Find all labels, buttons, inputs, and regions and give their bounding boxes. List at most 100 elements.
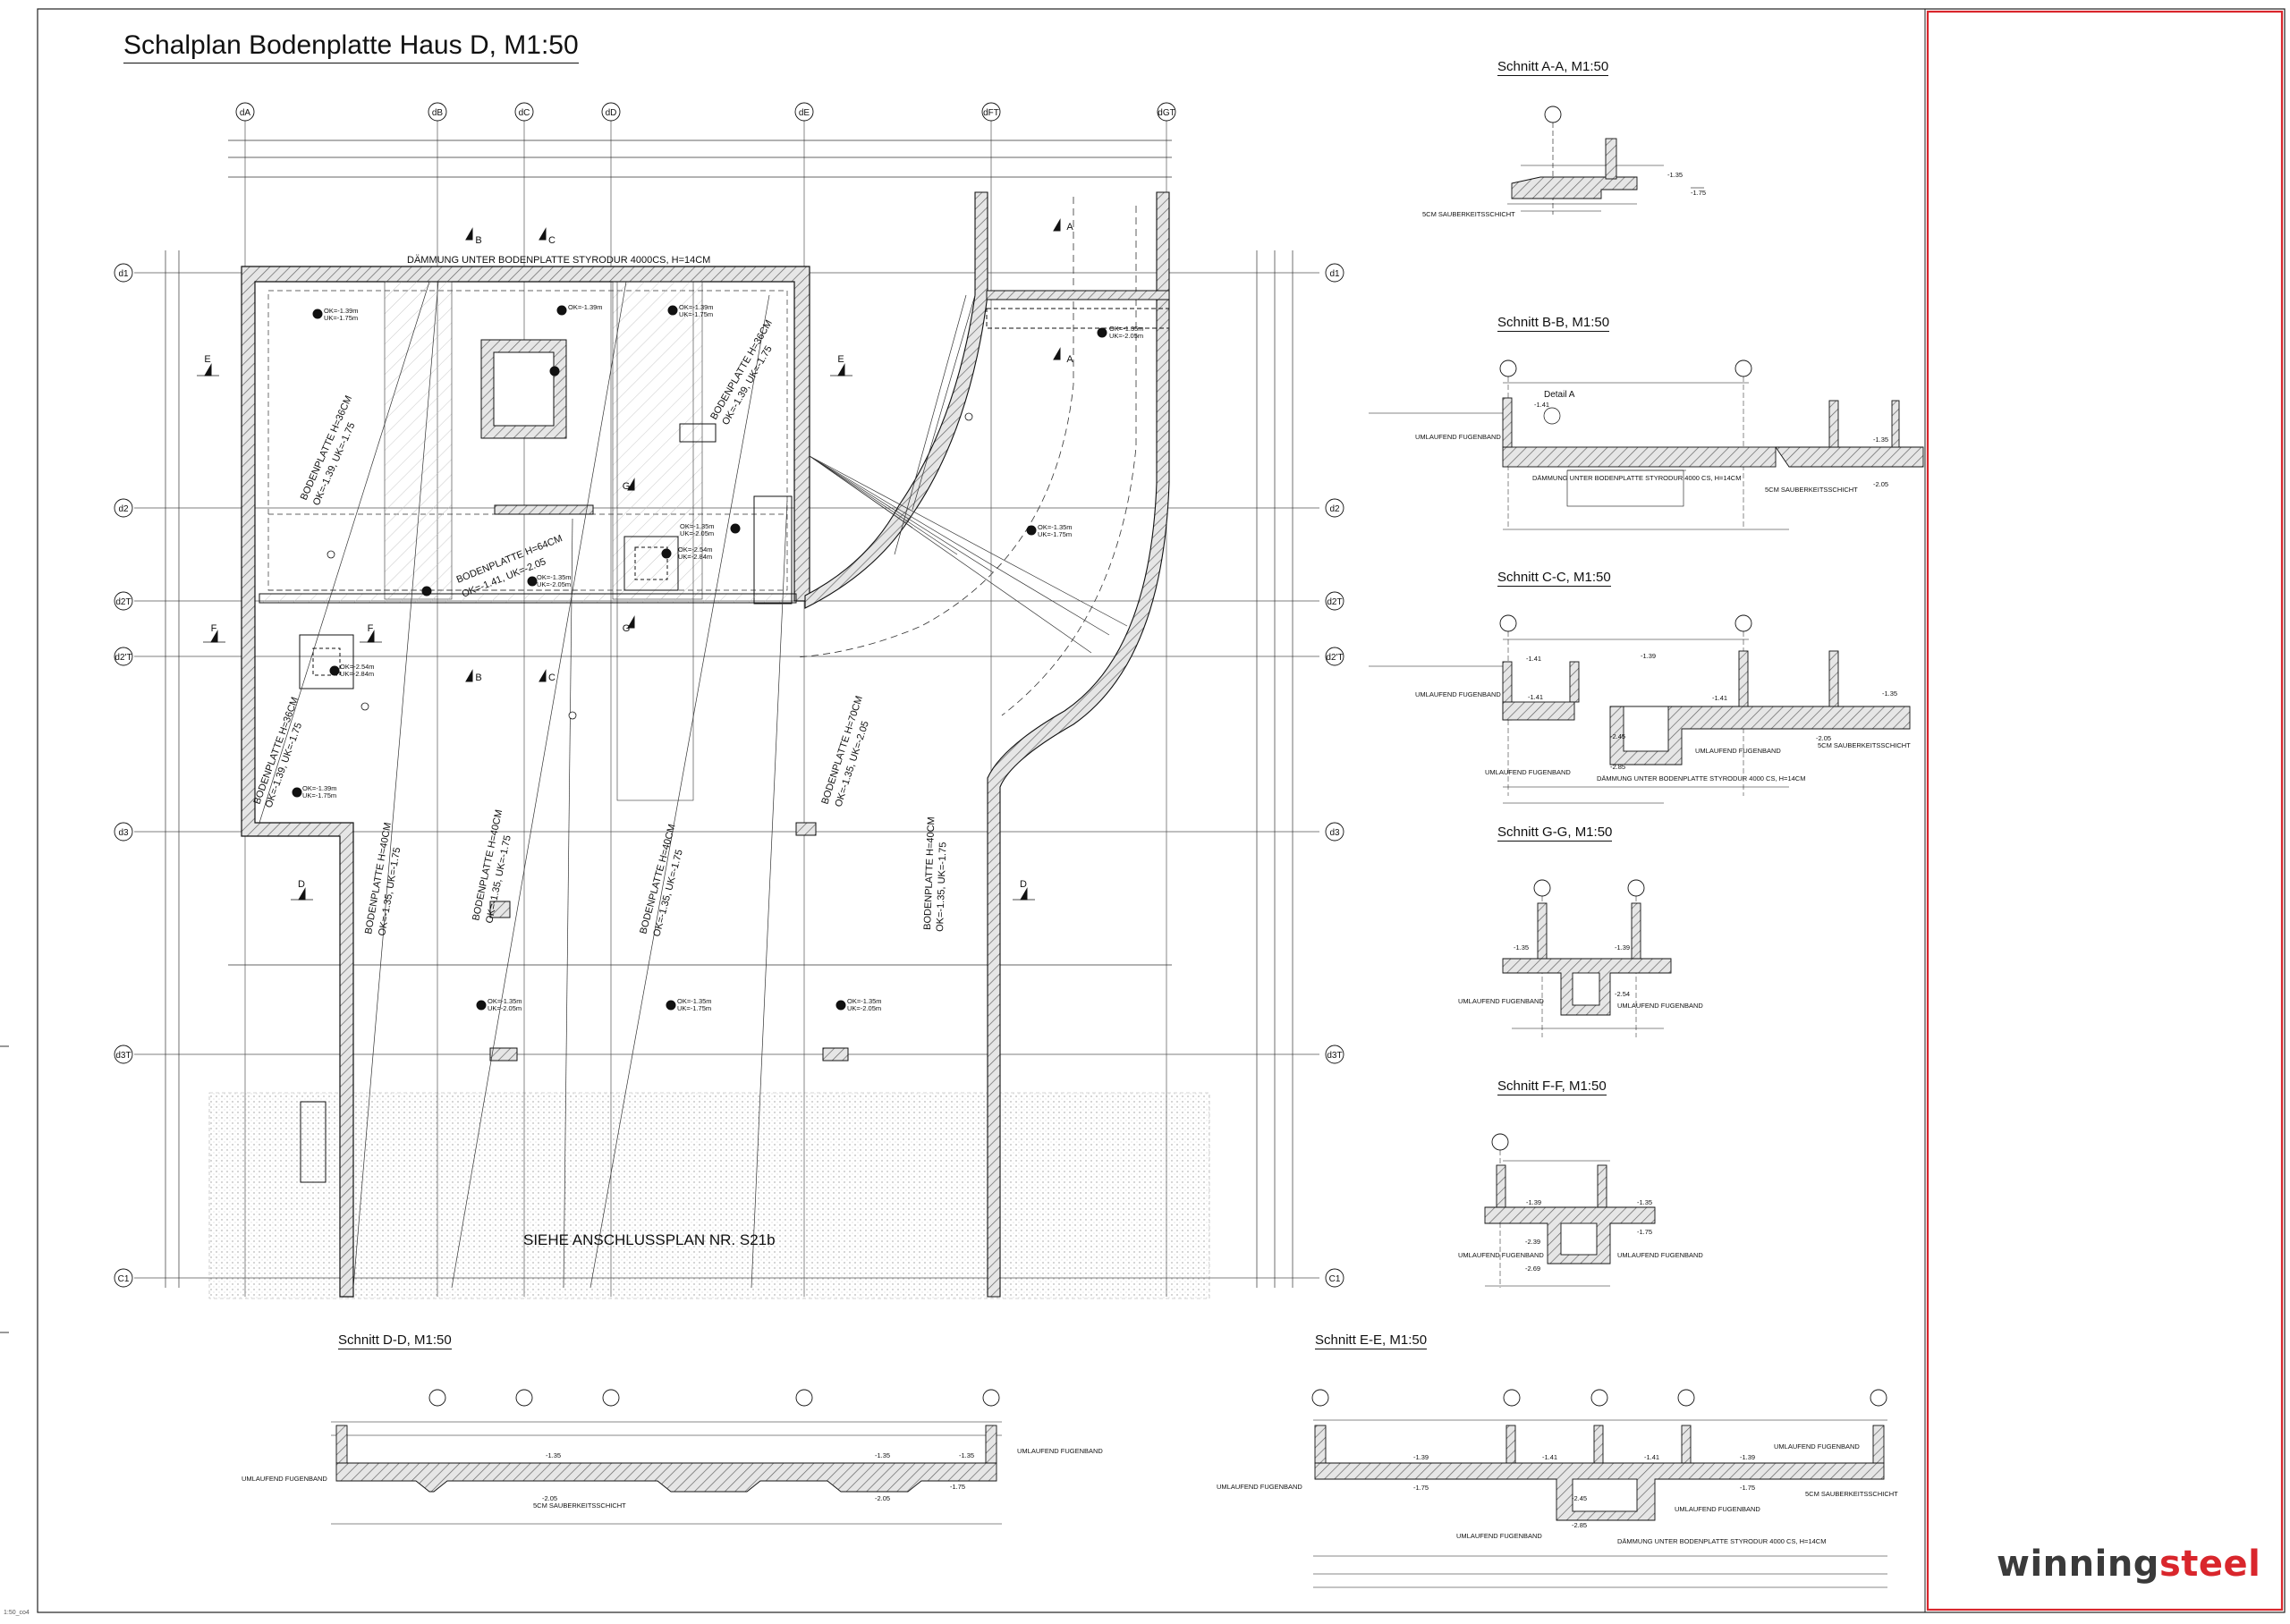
- section-note: UMLAUFEND FUGENBAND: [1217, 1483, 1302, 1491]
- section-note: UMLAUFEND FUGENBAND: [1017, 1447, 1103, 1455]
- level-tag: -1.41: [1644, 1453, 1659, 1461]
- level-tag: OK=-1.39m: [324, 307, 359, 315]
- level-tag: -1.35: [875, 1451, 890, 1459]
- section-marker: B: [475, 672, 481, 683]
- section-note: 5CM SAUBERKEITSSCHICHT: [1765, 486, 1858, 494]
- level-tag: -1.35: [1637, 1198, 1652, 1206]
- level-tag: UK=-2.05m: [537, 580, 571, 588]
- level-tag: OK=-1.35m: [847, 997, 882, 1005]
- axis-row-label: d2T: [1327, 597, 1342, 607]
- title-block-frame: [1926, 10, 2284, 1611]
- section-aa-drawing: [1507, 106, 1704, 215]
- level-tag: -1.39: [1526, 1198, 1541, 1206]
- axis-row-label: d3: [1329, 828, 1340, 838]
- level-tag: -1.35: [546, 1451, 561, 1459]
- axis-row-label: d1: [118, 269, 129, 279]
- axis-col-label: dE: [799, 108, 810, 118]
- axis-col-label: dC: [519, 108, 530, 118]
- level-tag: UK=-2.84m: [340, 670, 374, 678]
- axis-row-label: d2T: [115, 597, 131, 607]
- level-tag: UK=-1.75m: [1038, 530, 1072, 538]
- level-tag: UK=-2.05m: [488, 1004, 522, 1012]
- section-note: UMLAUFEND FUGENBAND: [1485, 768, 1571, 776]
- level-tag: -1.41: [1712, 694, 1727, 702]
- section-note: UMLAUFEND FUGENBAND: [1617, 1002, 1703, 1010]
- section-title-ff: Schnitt F-F, M1:50: [1497, 1078, 1607, 1095]
- level-tag: OK=-1.35m: [677, 997, 712, 1005]
- section-marker: D: [1020, 879, 1027, 890]
- axis-row-label: C1: [118, 1274, 130, 1284]
- level-tag: OK=-1.35m: [680, 522, 715, 530]
- axis-row-label: d1: [1329, 269, 1340, 279]
- section-dd-drawing: [331, 1389, 1002, 1525]
- level-tag: UK=-1.75m: [302, 791, 336, 799]
- level-tag: -1.35: [1514, 943, 1529, 952]
- connection-zone: [208, 1092, 1210, 1299]
- level-tag: OK=-1.35m: [1109, 325, 1144, 333]
- curved-wall-outer: [987, 191, 1170, 1298]
- level-tag: -1.35: [1667, 171, 1683, 179]
- axis-row-label: d2'T: [1326, 653, 1343, 663]
- section-note: 5CM SAUBERKEITSSCHICHT: [1805, 1490, 1898, 1498]
- axis-col-label: dA: [240, 108, 251, 118]
- slab-levels: OK=-1.35, UK=-1.75: [935, 842, 948, 932]
- axis-col-label: dFT: [983, 108, 999, 118]
- level-tag: OK=-1.39m: [679, 303, 714, 311]
- level-tag: OK=-2.54m: [340, 663, 375, 671]
- brand-logo: winningsteel: [1997, 1544, 2260, 1585]
- section-note: 5CM SAUBERKEITSSCHICHT: [533, 1501, 626, 1510]
- level-tag: -1.75: [1413, 1484, 1429, 1492]
- see-connection-note: SIEHE ANSCHLUSSPLAN NR. S21b: [523, 1231, 776, 1248]
- section-marker: C: [548, 235, 556, 246]
- section-title-aa: Schnitt A-A, M1:50: [1497, 59, 1609, 76]
- section-bb-drawing: [1369, 359, 1924, 530]
- level-tag: -2.69: [1525, 1265, 1540, 1273]
- section-note: DÄMMUNG UNTER BODENPLATTE STYRODUR 4000 …: [1532, 474, 1741, 482]
- level-tag: -2.54: [1615, 990, 1630, 998]
- level-tag: -2.45: [1610, 732, 1625, 740]
- sheet-frame: [37, 8, 2286, 1613]
- section-title-bb: Schnitt B-B, M1:50: [1497, 315, 1610, 332]
- axis-row-label: C1: [1329, 1274, 1341, 1284]
- axis-col-label: dGT: [1158, 108, 1175, 118]
- axis-bubbles: [114, 102, 1344, 1288]
- level-tag: UK=-1.75m: [324, 314, 358, 322]
- level-tag: -1.41: [1528, 693, 1543, 701]
- section-marker: G: [623, 481, 631, 492]
- plan-view: [134, 121, 1319, 1299]
- section-note: UMLAUFEND FUGENBAND: [1774, 1442, 1860, 1451]
- level-tag: OK=-2.54m: [678, 546, 713, 554]
- section-marker-letters: B C A A E E G G F F B C D D: [204, 222, 1073, 890]
- level-tag: -1.41: [1534, 401, 1549, 409]
- section-marker: F: [368, 623, 374, 634]
- section-title-ee: Schnitt E-E, M1:50: [1315, 1332, 1428, 1349]
- level-tag: UK=-2.05m: [680, 529, 714, 537]
- level-tag: -1.75: [950, 1483, 965, 1491]
- level-tag: OK=-1.35m: [537, 573, 572, 581]
- level-tag: -1.39: [1641, 652, 1656, 660]
- section-ff-drawing: [1484, 1133, 1656, 1288]
- section-marker: A: [1066, 222, 1073, 233]
- axis-row-label: d2: [1329, 504, 1340, 514]
- level-tag: -1.35: [959, 1451, 974, 1459]
- level-tag: OK=-1.35m: [1038, 523, 1073, 531]
- level-tag: -2.05: [1816, 734, 1831, 742]
- level-tag: -1.41: [1526, 655, 1541, 663]
- section-title-cc: Schnitt C-C, M1:50: [1497, 570, 1611, 587]
- section-note: UMLAUFEND FUGENBAND: [1458, 1251, 1544, 1259]
- section-gg-drawing: [1502, 879, 1672, 1037]
- section-marker: A: [1066, 354, 1073, 365]
- section-note: UMLAUFEND FUGENBAND: [1456, 1532, 1542, 1540]
- brand-part-2: steel: [2159, 1544, 2261, 1585]
- axis-row-label: d3: [118, 828, 129, 838]
- detail-label: Detail A: [1544, 390, 1575, 400]
- level-tag: OK=-1.39m: [302, 784, 337, 792]
- section-note: UMLAUFEND FUGENBAND: [1415, 690, 1501, 698]
- level-tag: -1.41: [1542, 1453, 1557, 1461]
- section-note: UMLAUFEND FUGENBAND: [1415, 433, 1501, 441]
- axis-row-label: d3T: [115, 1051, 131, 1061]
- section-marker: E: [204, 354, 210, 365]
- level-tag: -1.39: [1615, 943, 1630, 952]
- level-tag: -1.35: [1873, 436, 1888, 444]
- corner-code: 1:50_co4: [4, 1610, 30, 1616]
